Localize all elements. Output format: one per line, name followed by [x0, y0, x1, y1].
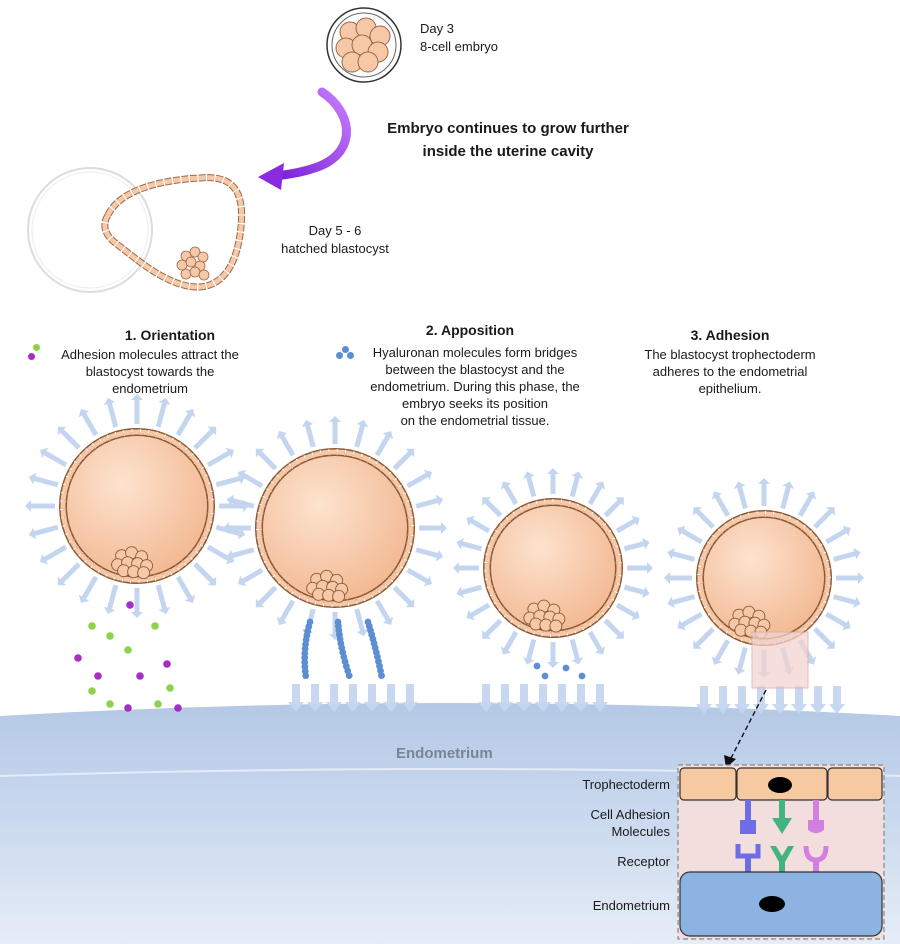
stage-adhesion-line2: adheres to the endometrial — [652, 364, 808, 379]
stage-orientation-line2: blastocyst towards the — [85, 364, 215, 379]
day56-label: Day 5 - 6 — [308, 223, 362, 238]
hyaluronan-chains — [301, 618, 385, 680]
adhesion-molecules-dots — [74, 601, 182, 712]
adhesion-blastocyst — [696, 510, 832, 646]
stage-apposition-line4: embryo seeks its position — [402, 396, 548, 411]
stage-orientation-title: 1. Orientation — [124, 327, 216, 343]
inset-cam-label-line1: Cell Adhesion — [590, 807, 671, 822]
zoom-arrow — [729, 689, 767, 761]
adhesion-molecule-legend-icon — [28, 344, 42, 362]
stage-adhesion-title: 3. Adhesion — [690, 327, 770, 343]
stage-apposition-line2: between the blastocyst and the — [385, 362, 565, 377]
growth-caption-line1: Embryo continues to grow further — [387, 120, 629, 137]
inset-cam-label-line2: Molecules — [611, 824, 670, 839]
stage-apposition-title: 2. Apposition — [425, 322, 515, 338]
inset-endometrium-label: Endometrium — [592, 898, 670, 913]
inset-trophectoderm-label: Trophectoderm — [582, 777, 670, 792]
stage-orientation-line3: endometrium — [112, 381, 188, 396]
stage-apposition-line3: endometrium. During this phase, the — [370, 379, 580, 394]
growth-caption-line2: inside the uterine cavity — [422, 143, 594, 160]
day3-description: 8-cell embryo — [420, 39, 499, 54]
apposition-blastocyst-b — [483, 498, 623, 638]
stage-illustrations — [25, 394, 864, 714]
stage-orientation-line1: Adhesion molecules attract the — [61, 347, 239, 362]
adhesion-zoom-box — [751, 631, 809, 689]
orientation-blastocyst — [59, 428, 215, 584]
orientation-rays — [25, 394, 249, 618]
day56-description: hatched blastocyst — [281, 241, 389, 256]
apposition-rays-a — [223, 416, 447, 640]
stage-apposition-line1: Hyaluronan molecules form bridges — [372, 345, 578, 360]
stage-adhesion-line3: epithelium. — [698, 381, 762, 396]
inset-receptor-label: Receptor — [617, 854, 670, 869]
apposition-villi-b — [478, 684, 608, 712]
adhesion-inset — [677, 764, 885, 940]
eight-cell-embryo — [326, 7, 402, 83]
hyaluronan-dots-b — [533, 662, 586, 680]
day3-label: Day 3 — [420, 21, 454, 36]
stage-apposition-line5: on the endometrial tissue. — [400, 413, 550, 428]
hyaluronan-legend-icon — [336, 346, 356, 362]
growth-arrow — [258, 87, 351, 190]
adhesion-rays — [664, 478, 864, 678]
hatched-blastocyst — [27, 167, 246, 293]
apposition-rays-b — [453, 468, 653, 668]
endometrium-label: Endometrium — [396, 745, 493, 762]
apposition-villi-a — [288, 684, 418, 712]
stage-adhesion-line1: The blastocyst trophectoderm — [644, 347, 816, 362]
apposition-blastocyst-a — [255, 448, 415, 608]
